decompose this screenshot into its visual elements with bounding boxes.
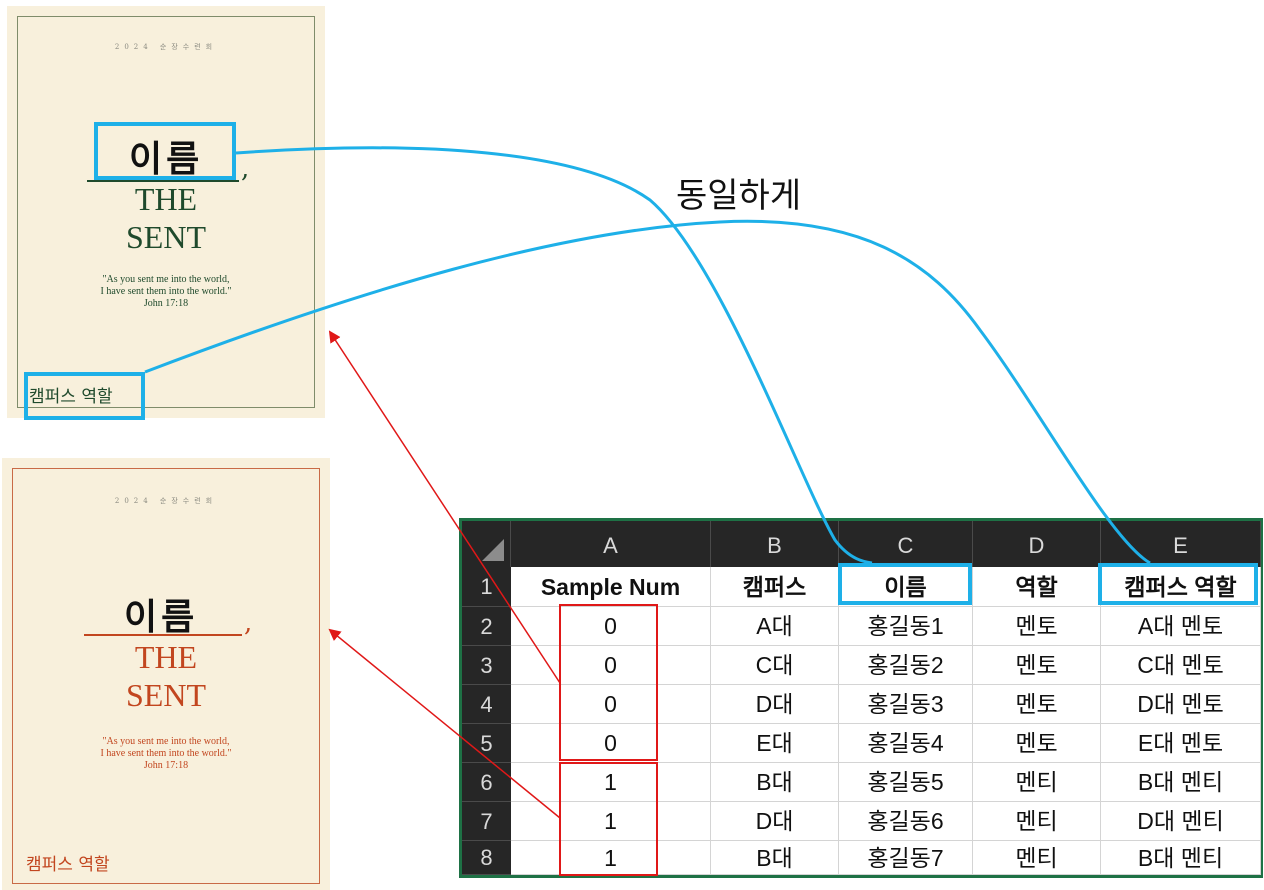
cell-b7[interactable]: D대: [711, 802, 839, 841]
row-header-1[interactable]: 1: [462, 567, 511, 607]
header-cell-name[interactable]: 이름: [839, 567, 973, 607]
sample-group-1-box: [559, 762, 658, 876]
cell-e7[interactable]: D대 멘티: [1101, 802, 1261, 841]
title-the: THE: [134, 181, 198, 217]
cell-d8[interactable]: 멘티: [973, 841, 1101, 875]
name-underline: [87, 180, 239, 182]
cell-c7[interactable]: 홍길동6: [839, 802, 973, 841]
quote-line-2: I have sent them into the world.": [100, 748, 232, 759]
header-cell-campus[interactable]: 캠퍼스: [711, 567, 839, 607]
event-title: 2024 순장수련회: [114, 497, 218, 505]
cell-a2[interactable]: 0: [511, 607, 711, 646]
cell-b5[interactable]: E대: [711, 724, 839, 763]
cell-e8[interactable]: B대 멘티: [1101, 841, 1261, 875]
cell-c2[interactable]: 홍길동1: [839, 607, 973, 646]
comma: ,: [244, 608, 253, 638]
corner-triangle-icon: [482, 539, 504, 561]
certificate-card-orange: 2024 순장수련회 이름 , THE SENT "As you sent me…: [2, 458, 330, 890]
cell-e5[interactable]: E대 멘토: [1101, 724, 1261, 763]
header-cell-sample-num[interactable]: Sample Num: [511, 567, 711, 607]
select-all-corner[interactable]: [462, 521, 511, 567]
cell-b2[interactable]: A대: [711, 607, 839, 646]
cell-c8[interactable]: 홍길동7: [839, 841, 973, 875]
same-annotation-label: 동일하게: [676, 176, 802, 216]
row-header-4[interactable]: 4: [462, 685, 511, 724]
cell-a3[interactable]: 0: [511, 646, 711, 685]
column-header-c[interactable]: C: [839, 521, 973, 567]
column-header-a[interactable]: A: [511, 521, 711, 567]
campus-role-field: 캠퍼스 역할: [26, 855, 110, 875]
column-header-d[interactable]: D: [973, 521, 1101, 567]
cell-d5[interactable]: 멘토: [973, 724, 1101, 763]
name-header-highlight-box: [838, 563, 972, 605]
cell-a7[interactable]: 1: [511, 802, 711, 841]
quote-line-1: "As you sent me into the world,: [102, 736, 230, 747]
cell-b8[interactable]: B대: [711, 841, 839, 875]
row-header-7[interactable]: 7: [462, 802, 511, 841]
quote-reference: John 17:18: [143, 298, 189, 309]
quote-reference: John 17:18: [143, 760, 189, 771]
campus-role-header-highlight-box: [1098, 563, 1258, 605]
cell-c4[interactable]: 홍길동3: [839, 685, 973, 724]
cell-c6[interactable]: 홍길동5: [839, 763, 973, 802]
campus-role-field: 캠퍼스 역할: [29, 387, 113, 407]
quote-line-1: "As you sent me into the world,: [102, 274, 230, 285]
cell-d7[interactable]: 멘티: [973, 802, 1101, 841]
column-header-e[interactable]: E: [1101, 521, 1261, 567]
row-header-8[interactable]: 8: [462, 841, 511, 875]
name-underline: [84, 634, 242, 636]
name-field: 이름: [124, 596, 199, 638]
cell-b4[interactable]: D대: [711, 685, 839, 724]
row-header-6[interactable]: 6: [462, 763, 511, 802]
cell-a4[interactable]: 0: [511, 685, 711, 724]
header-cell-campus-role[interactable]: 캠퍼스 역할: [1101, 567, 1261, 607]
cell-c3[interactable]: 홍길동2: [839, 646, 973, 685]
cell-e3[interactable]: C대 멘토: [1101, 646, 1261, 685]
title-sent: SENT: [126, 219, 206, 255]
cell-d2[interactable]: 멘토: [973, 607, 1101, 646]
event-title: 2024 순장수련회: [114, 43, 218, 51]
cell-a6[interactable]: 1: [511, 763, 711, 802]
cell-e2[interactable]: A대 멘토: [1101, 607, 1261, 646]
cell-d3[interactable]: 멘토: [973, 646, 1101, 685]
certificate-card-green: 2024 순장수련회 이름 , THE SENT "As you sent me…: [7, 6, 325, 418]
cell-d4[interactable]: 멘토: [973, 685, 1101, 724]
header-cell-role[interactable]: 역할: [973, 567, 1101, 607]
column-header-b[interactable]: B: [711, 521, 839, 567]
cell-b6[interactable]: B대: [711, 763, 839, 802]
name-field: 이름: [129, 138, 204, 180]
cell-b3[interactable]: C대: [711, 646, 839, 685]
cell-e4[interactable]: D대 멘토: [1101, 685, 1261, 724]
row-header-3[interactable]: 3: [462, 646, 511, 685]
row-header-5[interactable]: 5: [462, 724, 511, 763]
role-highlight-box: [24, 372, 145, 420]
sample-group-0-box: [559, 604, 658, 761]
name-highlight-box: [94, 122, 236, 180]
cell-e6[interactable]: B대 멘티: [1101, 763, 1261, 802]
cell-c5[interactable]: 홍길동4: [839, 724, 973, 763]
title-sent: SENT: [126, 677, 206, 713]
title-the: THE: [134, 639, 198, 675]
quote-line-2: I have sent them into the world.": [100, 286, 232, 297]
cell-d6[interactable]: 멘티: [973, 763, 1101, 802]
row-header-2[interactable]: 2: [462, 607, 511, 646]
